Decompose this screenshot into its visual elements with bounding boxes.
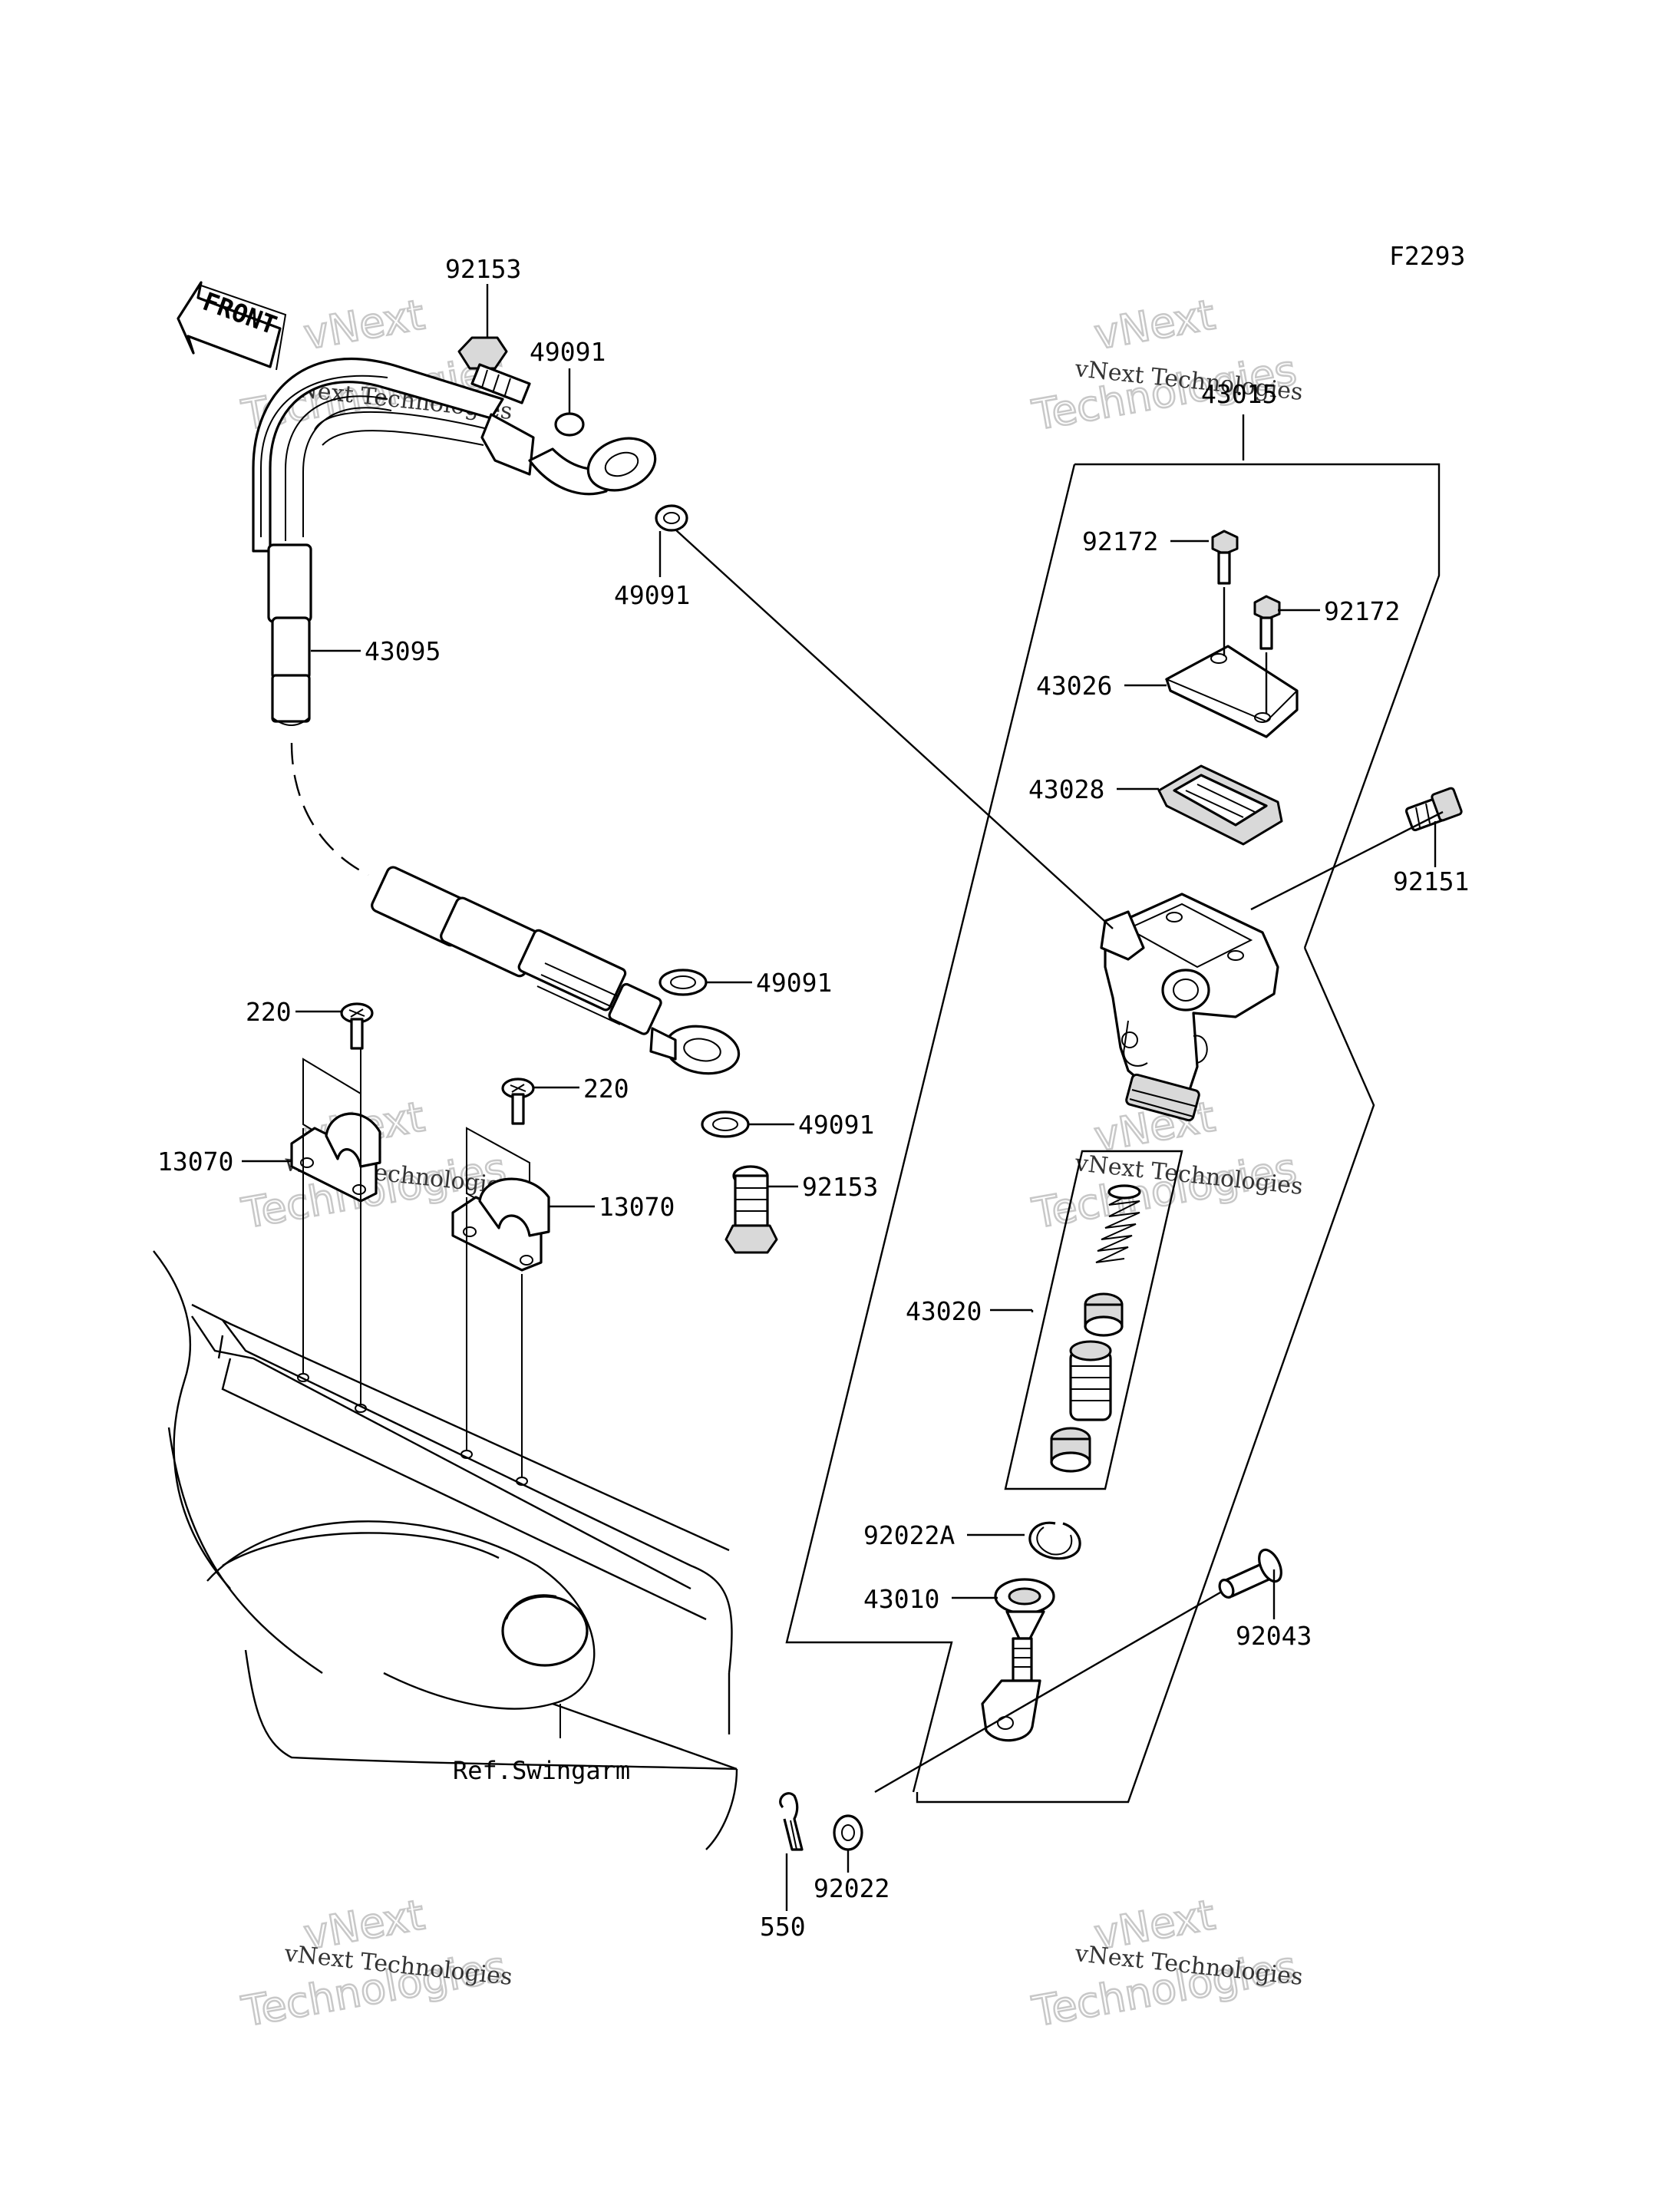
label-92022A: 92022A [863, 1520, 955, 1550]
label-43020: 43020 [906, 1296, 982, 1326]
brake-hose [252, 358, 741, 1075]
part-labels: 92153 49091 49091 43095 43015 92172 9217… [157, 254, 1469, 1942]
diaphragm-icon [1157, 764, 1283, 846]
label-92151: 92151 [1393, 866, 1469, 896]
screw-220-left-icon [340, 1002, 374, 1050]
swingarm-outline [153, 1250, 738, 1850]
banjo-bolt-top-icon [457, 336, 531, 404]
label-43028: 43028 [1028, 774, 1104, 804]
label-13070-right: 13070 [599, 1192, 675, 1222]
washer-49091-b-icon [655, 504, 688, 532]
spring-icon [1095, 1184, 1141, 1263]
diagram-code: F2293 [1389, 241, 1465, 271]
circlip-icon [1028, 1521, 1081, 1560]
watermark-bottom-left: vNext Technologies vNext Technologies [237, 1889, 513, 2037]
watermark-bottom-right: vNext Technologies vNext Technologies [1028, 1889, 1304, 2037]
svg-text:vNext: vNext [1091, 290, 1218, 358]
washer-49091-c-icon [658, 969, 708, 996]
push-rod-icon [981, 1578, 1055, 1742]
label-49091-middle: 49091 [756, 968, 832, 998]
label-92153-top: 92153 [445, 254, 521, 284]
piston-kit-box [1004, 1150, 1183, 1490]
label-43015: 43015 [1201, 379, 1277, 409]
label-220-right: 220 [583, 1074, 629, 1104]
screw-220-right-icon [501, 1078, 535, 1125]
label-49091-lower: 49091 [798, 1110, 874, 1140]
bolt-92172-left-icon [1211, 530, 1239, 585]
watermark-top-right: vNext Technologies vNext Technologies [1028, 289, 1304, 441]
label-43095: 43095 [365, 636, 441, 666]
front-arrow-icon: FRONT [177, 281, 287, 371]
leader-lines [242, 284, 1444, 1911]
pin-92043-icon [1218, 1548, 1282, 1599]
label-92172-right: 92172 [1324, 596, 1400, 626]
label-49091-below: 49091 [614, 580, 690, 610]
bolt-92151-icon [1404, 787, 1463, 832]
washer-49091-a-icon [554, 412, 585, 437]
clamp-13070-left-icon [290, 1058, 381, 1203]
piston-icon [1069, 1340, 1112, 1421]
label-550: 550 [760, 1912, 806, 1942]
washer-49091-d-icon [701, 1111, 750, 1138]
banjo-bolt-bottom-icon [724, 1165, 778, 1254]
piston-seal-icon [1050, 1427, 1091, 1473]
label-13070-left: 13070 [157, 1147, 233, 1177]
clamp-13070-right-icon [451, 1127, 550, 1272]
assembly-bracket-43015 [785, 414, 1441, 1804]
label-92153-lower: 92153 [802, 1172, 878, 1202]
label-49091-top: 49091 [530, 337, 606, 367]
reservoir-cap-icon [1164, 645, 1299, 738]
label-92043: 92043 [1236, 1621, 1312, 1651]
bolt-92172-right-icon [1253, 595, 1281, 650]
ref-swingarm-label: Ref.Swingarm [453, 1756, 630, 1785]
master-cylinder-body-icon [1100, 893, 1279, 1122]
piston-cup-icon [1084, 1292, 1124, 1337]
label-92172-left: 92172 [1082, 526, 1158, 556]
clamp-mounting-lines [297, 1048, 528, 1486]
cotter-pin-icon [779, 1792, 804, 1851]
label-43010: 43010 [863, 1584, 939, 1614]
washer-92022-icon [833, 1814, 863, 1851]
svg-text:vNext: vNext [300, 290, 427, 358]
label-220-left: 220 [246, 997, 292, 1027]
label-92022: 92022 [814, 1873, 890, 1903]
label-43026: 43026 [1036, 671, 1112, 701]
